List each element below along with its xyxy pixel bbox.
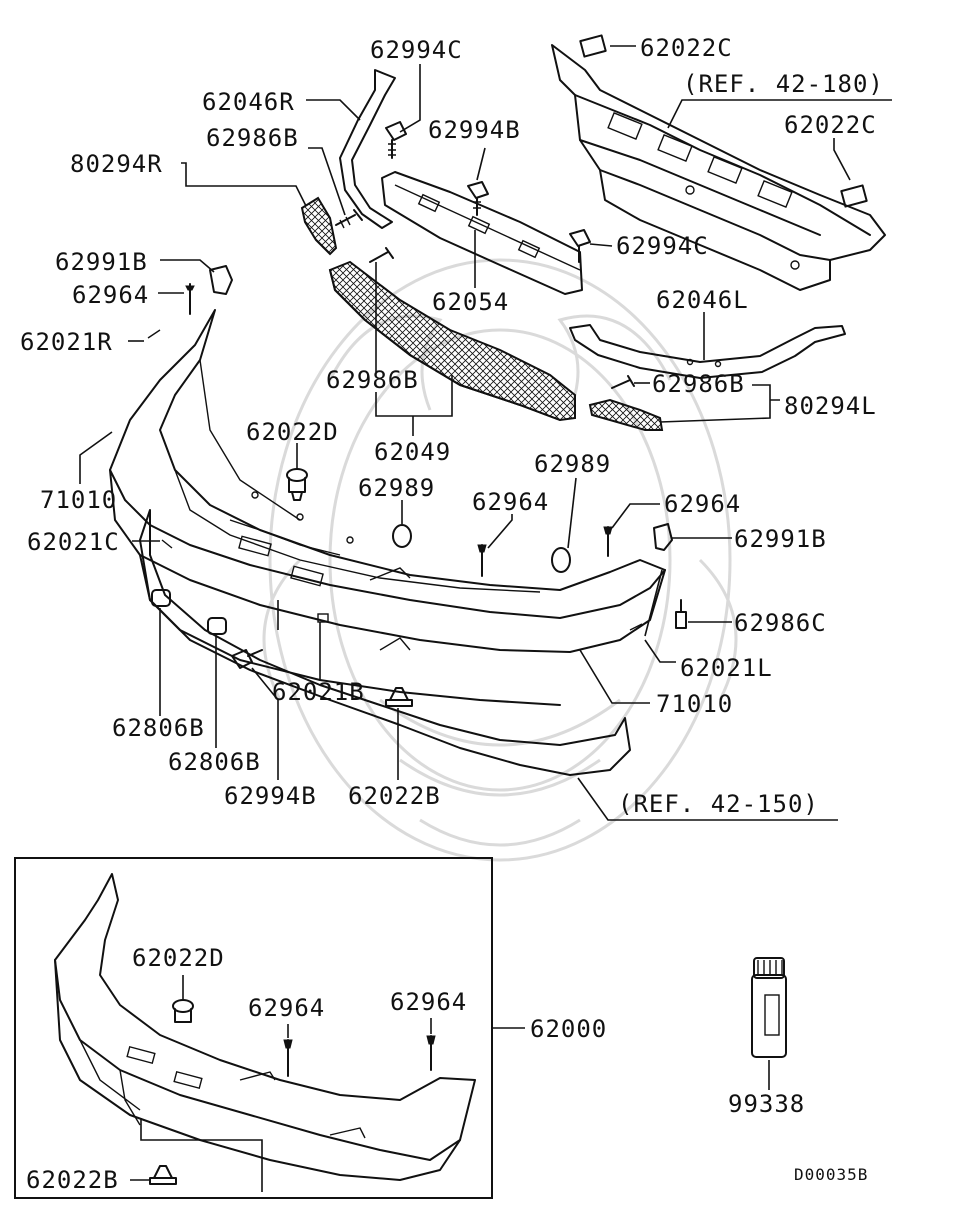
label-62964-inset-b: 62964 xyxy=(390,988,467,1016)
pin-62964-inset-b xyxy=(426,1035,436,1071)
clip-62991B-left xyxy=(209,265,233,295)
label-62989-left: 62989 xyxy=(358,474,435,502)
center-support-plate-part xyxy=(381,171,583,295)
label-62021B: 62021B xyxy=(272,678,365,706)
leader-lines xyxy=(79,45,892,821)
label-62806B-b: 62806B xyxy=(168,748,261,776)
rivet-62022D-main xyxy=(286,468,308,501)
label-71010-left: 71010 xyxy=(40,486,117,514)
screw-62986B-right xyxy=(611,375,635,389)
label-62991B-left: 62991B xyxy=(55,248,148,276)
label-62986B-right: 62986B xyxy=(652,370,745,398)
pin-62964-right xyxy=(603,526,613,557)
rivet-62022B-inset xyxy=(149,1165,177,1185)
label-62049: 62049 xyxy=(374,438,451,466)
fastener-parts xyxy=(147,121,687,707)
label-62964-right: 62964 xyxy=(664,490,741,518)
plate-62021R xyxy=(147,329,161,339)
label-62046R: 62046R xyxy=(202,88,295,116)
rivet-62022B-main xyxy=(385,687,413,707)
label-ref-42-180: (REF. 42-180) xyxy=(683,70,884,98)
bumper-stay-right-part xyxy=(339,69,396,229)
inset-assembly-box xyxy=(14,857,525,1199)
bolt-62994B-bottom xyxy=(231,649,263,669)
label-62991B-right: 62991B xyxy=(734,525,827,553)
screw-62986C xyxy=(675,599,687,629)
bolt-62994C-mid xyxy=(569,229,591,263)
side-grille-right-part xyxy=(300,196,338,256)
label-80294R: 80294R xyxy=(70,150,163,178)
label-62986C: 62986C xyxy=(734,609,827,637)
pin-62964-inset-a xyxy=(283,1039,293,1077)
grommet-62989-left xyxy=(392,524,412,548)
label-62046L: 62046L xyxy=(656,286,749,314)
label-62022D-inset: 62022D xyxy=(132,944,225,972)
screw-62986B-center xyxy=(369,247,394,263)
label-80294L: 80294L xyxy=(784,392,877,420)
label-62964-inset-a: 62964 xyxy=(248,994,325,1022)
diagram-code: D00035B xyxy=(794,1165,868,1184)
bolt-62994C-top xyxy=(385,121,407,159)
pad-62806B-a xyxy=(151,589,171,607)
label-62022D-main: 62022D xyxy=(246,418,339,446)
label-62994C-mid: 62994C xyxy=(616,232,709,260)
rivet-62022D-inset xyxy=(172,999,194,1023)
bumper-stay-left-part xyxy=(569,324,846,379)
label-62806B-a: 62806B xyxy=(112,714,205,742)
label-71010-right: 71010 xyxy=(656,690,733,718)
label-62994C-top: 62994C xyxy=(370,36,463,64)
part-labels: 62994C 62022C (REF. 42-180) 62046R 62986… xyxy=(20,34,884,1194)
label-62964-left: 62964 xyxy=(72,281,149,309)
upper-reinforcement-part xyxy=(551,34,886,291)
label-62994B-top: 62994B xyxy=(428,116,521,144)
label-62021C: 62021C xyxy=(27,528,120,556)
label-62022B-inset: 62022B xyxy=(26,1166,119,1194)
grommet-62989-right xyxy=(551,547,571,573)
pin-62964-left xyxy=(185,283,195,315)
label-62989-right: 62989 xyxy=(534,450,611,478)
bolt-62994B xyxy=(467,181,489,216)
label-62986B-left: 62986B xyxy=(206,124,299,152)
label-62054: 62054 xyxy=(432,288,509,316)
label-62994B-bottom: 62994B xyxy=(224,782,317,810)
label-62986B-center: 62986B xyxy=(326,366,419,394)
label-99338: 99338 xyxy=(728,1090,805,1118)
label-62022C-top: 62022C xyxy=(640,34,733,62)
plate-62021L xyxy=(629,623,643,631)
plate-62021B xyxy=(317,613,329,623)
side-grille-left-part xyxy=(588,398,664,431)
clip-62991B-right xyxy=(653,523,673,551)
label-62964-mid: 62964 xyxy=(472,488,549,516)
label-62022B-main: 62022B xyxy=(348,782,441,810)
label-62021R: 62021R xyxy=(20,328,113,356)
pad-62806B-b xyxy=(207,617,227,635)
watermark-emblem xyxy=(262,258,738,862)
plate-62021C xyxy=(161,539,173,549)
screw-62986B-left xyxy=(335,209,363,229)
lower-grille-part xyxy=(328,260,576,422)
touch-up-paint-part xyxy=(751,957,787,1090)
label-ref-42-150: (REF. 42-150) xyxy=(618,790,819,818)
label-62022C-right: 62022C xyxy=(784,111,877,139)
pin-62964-mid xyxy=(477,544,487,577)
label-62021L: 62021L xyxy=(680,654,773,682)
label-62000: 62000 xyxy=(530,1015,607,1043)
